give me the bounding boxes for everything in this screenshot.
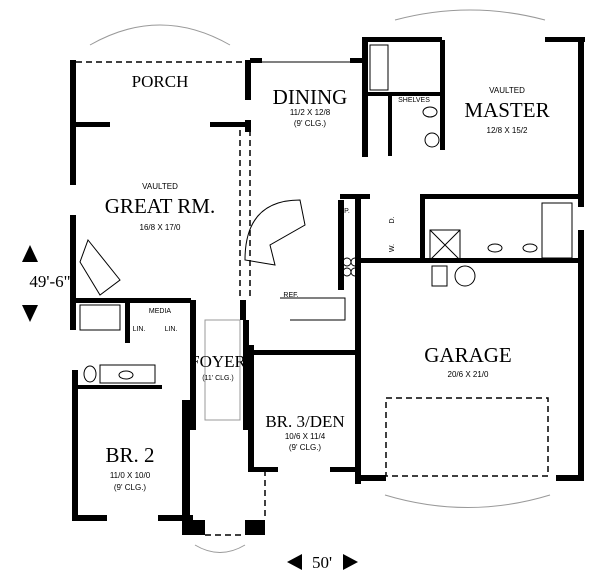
great-room-label: GREAT RM. (105, 194, 215, 218)
master-size: 12/8 X 15/2 (487, 126, 528, 135)
foyer-label: FOYER (190, 352, 246, 371)
foyer-ceiling: (11' CLG.) (202, 375, 234, 382)
width-dimension: 50' (312, 553, 332, 572)
arrow-down-icon (22, 305, 38, 322)
shelves-label: SHELVES (398, 97, 430, 104)
master-label: MASTER (464, 98, 549, 122)
fixtures (79, 44, 573, 384)
great-room-size: 16/8 X 17/0 (140, 223, 181, 232)
washer-label: W. (389, 244, 396, 252)
garage-arc (384, 494, 551, 508)
porch-arc (89, 24, 231, 46)
master-arc (394, 9, 546, 21)
dining-label: DINING (273, 85, 348, 109)
dining-size: 11/2 X 12/8 (290, 108, 331, 117)
arrow-up-icon (22, 245, 38, 262)
br3-label: BR. 3/DEN (265, 412, 344, 431)
br3-ceiling: (9' CLG.) (289, 443, 322, 452)
linen-label-2: LIN. (165, 326, 178, 333)
foyer-ceiling-outline (204, 319, 241, 421)
media-label: MEDIA (149, 308, 172, 315)
pantry-label: P. (344, 208, 350, 215)
master-vaulted: VAULTED (489, 86, 525, 95)
entry-arc (194, 544, 246, 553)
ref-label: REF. (283, 292, 298, 299)
br2-ceiling: (9' CLG.) (114, 483, 147, 492)
br2-label: BR. 2 (105, 443, 154, 467)
arrow-left-icon (287, 554, 302, 570)
dryer-label: D. (389, 216, 396, 223)
br3-size: 10/6 X 11/4 (285, 432, 326, 441)
arrow-right-icon (343, 554, 358, 570)
dining-ceiling: (9' CLG.) (294, 119, 327, 128)
br2-size: 11/0 X 10/0 (110, 471, 151, 480)
depth-dimension: 49'-6" (29, 272, 70, 291)
garage-size: 20/6 X 21/0 (448, 370, 489, 379)
built-in-label: BUILT-IN (363, 116, 370, 144)
great-room-vaulted: VAULTED (142, 182, 178, 191)
linen-label-1: LIN. (133, 326, 146, 333)
walls (70, 37, 585, 536)
porch-label: PORCH (132, 72, 189, 91)
garage-label: GARAGE (424, 343, 512, 367)
